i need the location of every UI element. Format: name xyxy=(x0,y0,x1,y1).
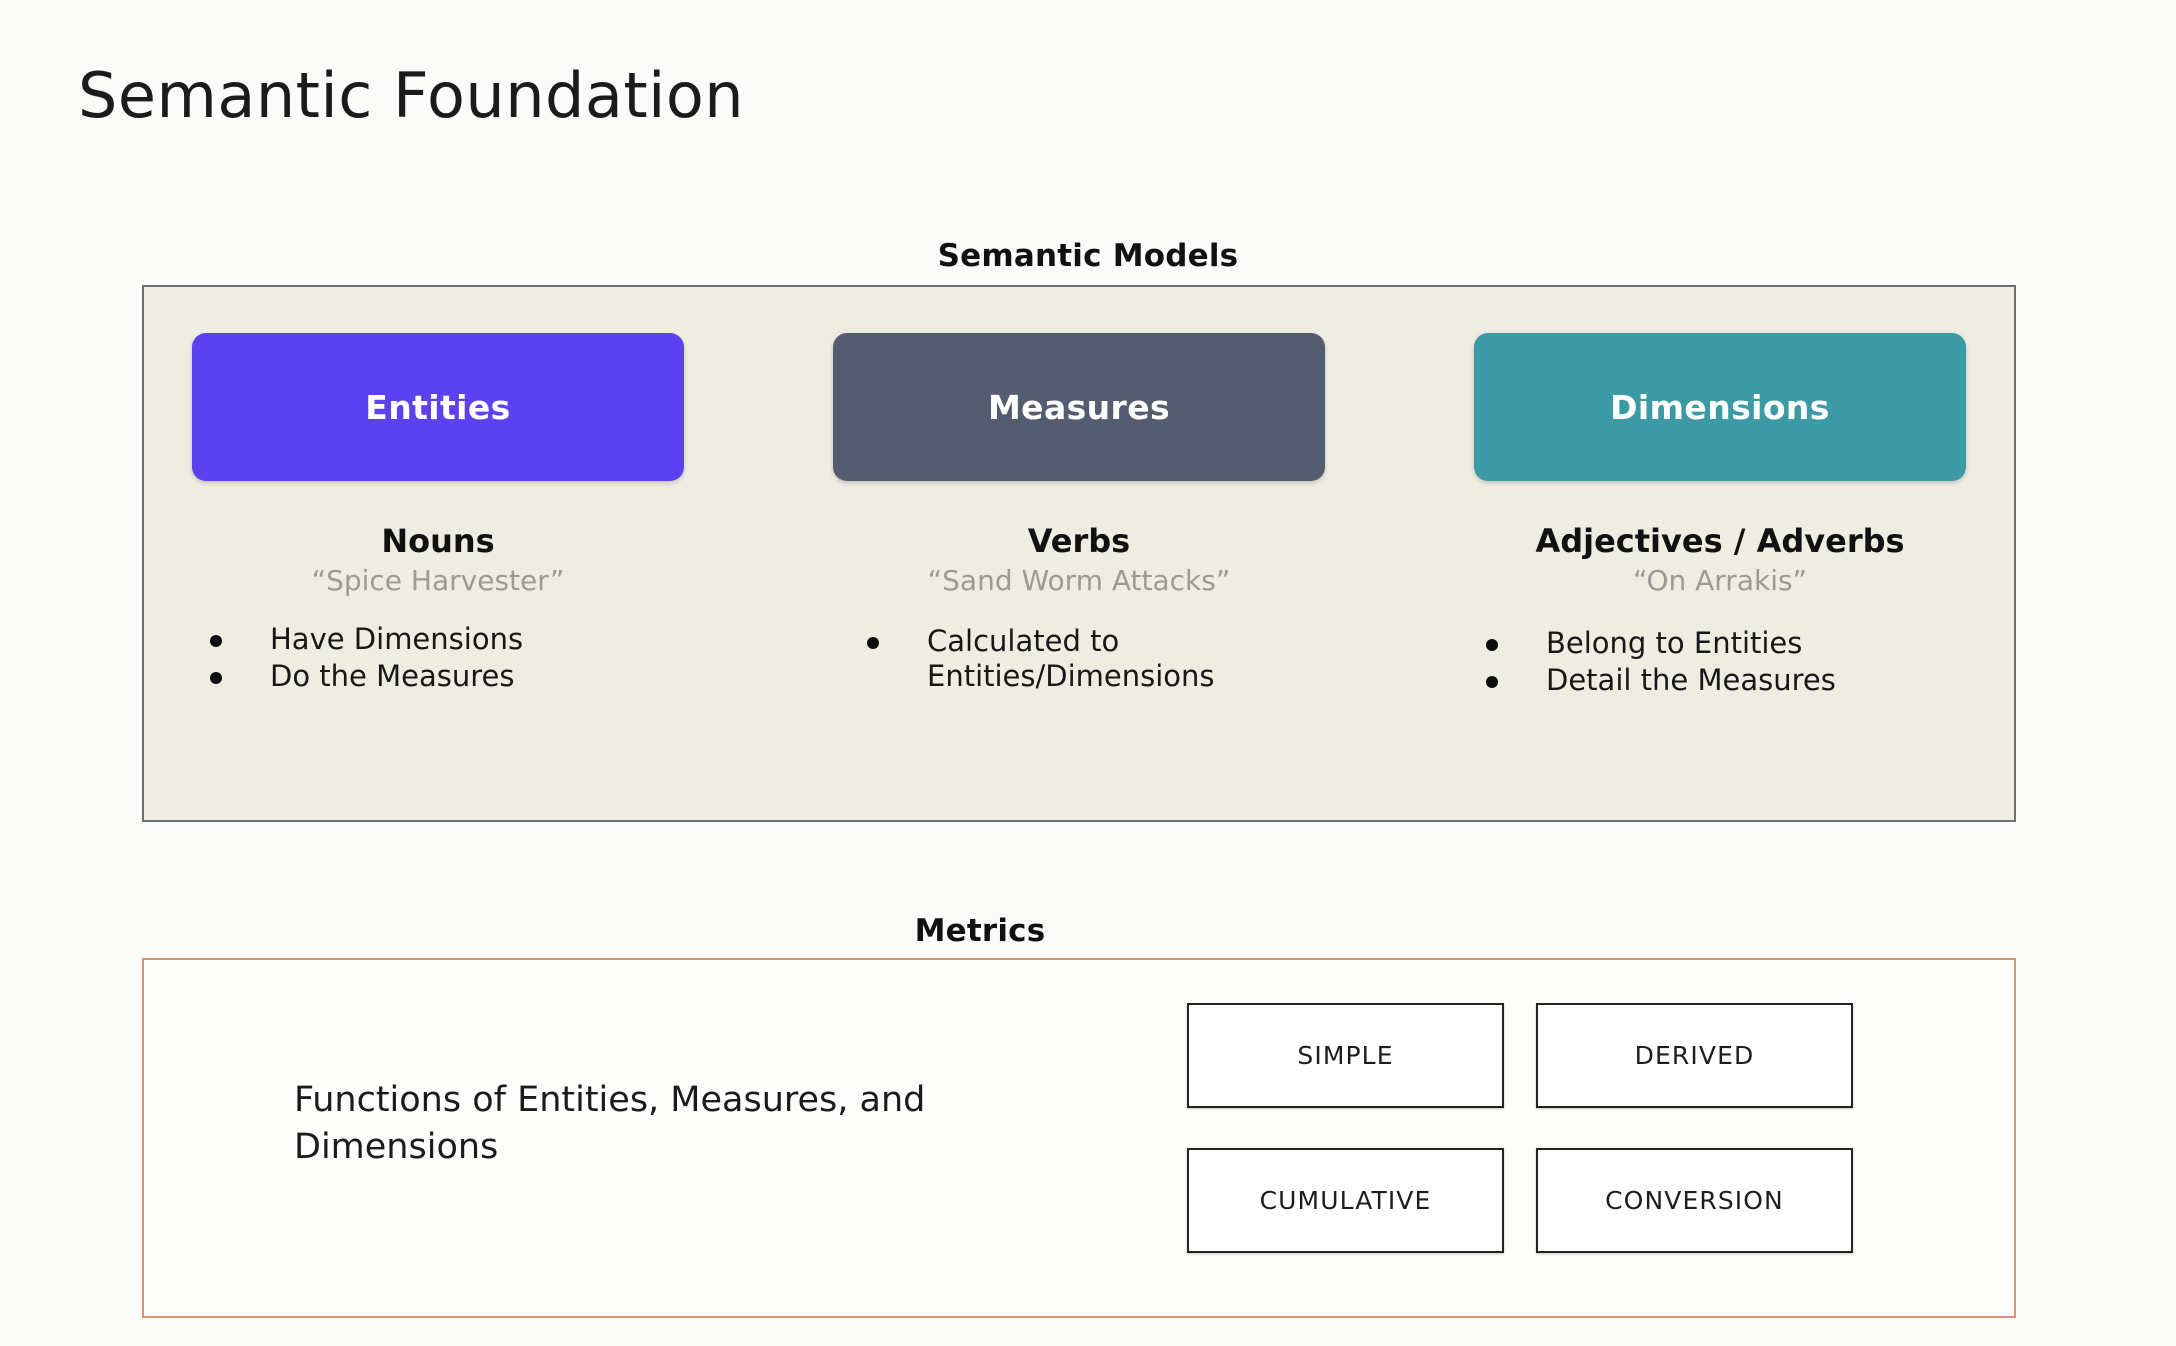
bullet-dot-icon xyxy=(1486,675,1498,688)
bullet-list-entities: Have Dimensions Do the Measures xyxy=(192,622,684,696)
concept-card-entities-label: Entities xyxy=(365,387,511,427)
bullet-dot-icon xyxy=(867,636,879,649)
semantic-models-panel: Entities Nouns “Spice Harvester” Have Di… xyxy=(142,285,2016,822)
part-of-speech-entities: Nouns xyxy=(381,522,495,560)
metrics-heading: Metrics xyxy=(914,913,1046,949)
list-item: Belong to Entities xyxy=(1486,626,1966,661)
page-title: Semantic Foundation xyxy=(78,59,745,132)
concept-card-measures[interactable]: Measures xyxy=(833,333,1325,481)
metric-type-cumulative-label: CUMULATIVE xyxy=(1259,1186,1432,1215)
bullet-dot-icon xyxy=(1486,638,1498,651)
example-phrase-measures: “Sand Worm Attacks” xyxy=(927,563,1231,597)
list-item: Calculated to Entities/Dimensions xyxy=(867,624,1325,694)
metric-type-simple-label: SIMPLE xyxy=(1297,1041,1394,1070)
example-phrase-dimensions: “On Arrakis” xyxy=(1632,563,1808,597)
semantic-models-columns: Entities Nouns “Spice Harvester” Have Di… xyxy=(144,287,2014,820)
semantic-column-entities: Entities Nouns “Spice Harvester” Have Di… xyxy=(192,333,684,696)
concept-card-measures-label: Measures xyxy=(987,387,1171,427)
semantic-models-heading: Semantic Models xyxy=(937,238,1239,274)
list-item: Do the Measures xyxy=(210,659,684,694)
metric-type-grid: SIMPLE DERIVED CUMULATIVE CONVERSION xyxy=(1187,1003,1853,1253)
metric-type-conversion[interactable]: CONVERSION xyxy=(1536,1148,1853,1253)
concept-card-dimensions-label: Dimensions xyxy=(1610,387,1830,427)
semantic-column-dimensions: Dimensions Adjectives / Adverbs “On Arra… xyxy=(1474,333,1966,700)
example-phrase-entities: “Spice Harvester” xyxy=(311,563,565,597)
bullet-text: Belong to Entities xyxy=(1546,625,1803,660)
metric-type-conversion-label: CONVERSION xyxy=(1605,1186,1784,1215)
bullet-dot-icon xyxy=(210,671,222,684)
concept-card-dimensions[interactable]: Dimensions xyxy=(1474,333,1966,481)
list-item: Detail the Measures xyxy=(1486,663,1966,698)
bullet-list-measures: Calculated to Entities/Dimensions xyxy=(833,624,1325,696)
bullet-text: Calculated to Entities/Dimensions xyxy=(927,623,1215,693)
bullet-text: Detail the Measures xyxy=(1546,662,1836,697)
metric-type-derived[interactable]: DERIVED xyxy=(1536,1003,1853,1108)
part-of-speech-dimensions: Adjectives / Adverbs xyxy=(1535,522,1905,560)
list-item: Have Dimensions xyxy=(210,622,684,657)
part-of-speech-measures: Verbs xyxy=(1027,522,1131,560)
metric-type-simple[interactable]: SIMPLE xyxy=(1187,1003,1504,1108)
semantic-column-measures: Measures Verbs “Sand Worm Attacks” Calcu… xyxy=(833,333,1325,696)
bullet-text: Do the Measures xyxy=(270,658,515,693)
bullet-dot-icon xyxy=(210,634,222,647)
metric-type-cumulative[interactable]: CUMULATIVE xyxy=(1187,1148,1504,1253)
bullet-list-dimensions: Belong to Entities Detail the Measures xyxy=(1474,626,1966,700)
bullet-text: Have Dimensions xyxy=(270,621,524,656)
metrics-panel: Functions of Entities, Measures, and Dim… xyxy=(142,958,2016,1318)
metric-type-derived-label: DERIVED xyxy=(1634,1041,1755,1070)
concept-card-entities[interactable]: Entities xyxy=(192,333,684,481)
metrics-description: Functions of Entities, Measures, and Dim… xyxy=(294,1080,926,1167)
